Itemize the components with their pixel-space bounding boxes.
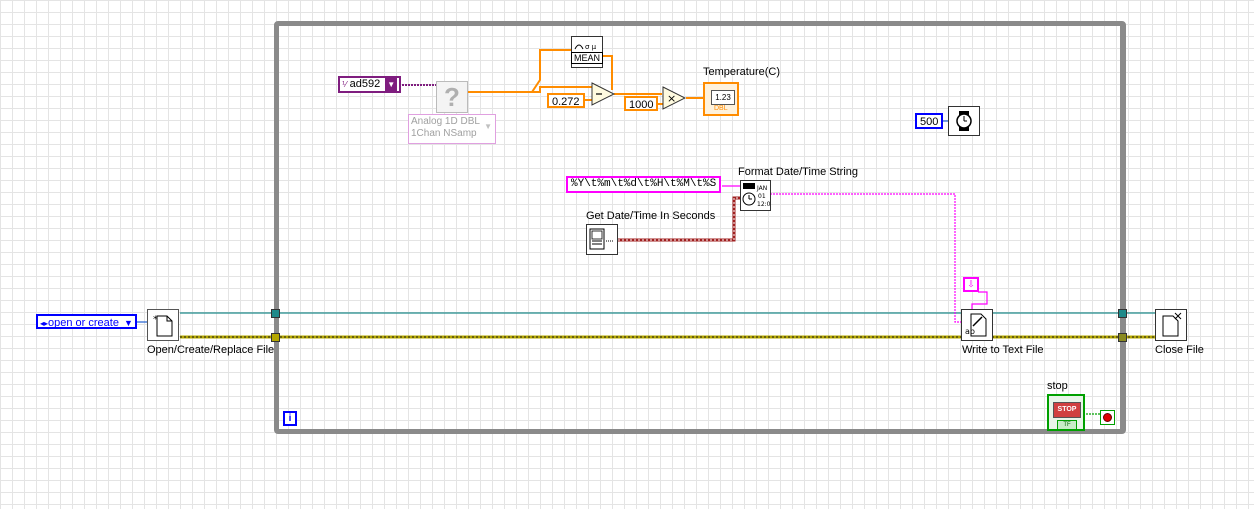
get-date-label: Get Date/Time In Seconds	[586, 210, 716, 222]
svg-text:01: 01	[758, 193, 766, 200]
wait-node[interactable]	[948, 106, 980, 136]
wait-constant[interactable]: 500	[915, 113, 944, 129]
dropdown-arrow-icon[interactable]: ▼	[124, 318, 133, 328]
stop-circle-icon	[1103, 413, 1112, 422]
file-open-icon: *	[153, 315, 173, 337]
mean-node[interactable]: σ μ MEAN	[571, 36, 604, 68]
down-arrow-icon: ⇩	[967, 279, 975, 289]
svg-text:12:01: 12:01	[757, 201, 770, 208]
open-file-node[interactable]: *	[147, 309, 179, 341]
format-date-node[interactable]: JAN 01 12:01	[740, 180, 771, 211]
multiplier-constant[interactable]: 1000	[624, 96, 659, 111]
svg-text:σ μ: σ μ	[585, 43, 597, 51]
daq-read-node[interactable]: ?	[436, 81, 468, 113]
string-wire	[770, 193, 962, 323]
svg-text:*: *	[153, 315, 158, 325]
scale-constant[interactable]: 0.272	[547, 93, 585, 108]
daq-read-selector[interactable]: Analog 1D DBL 1Chan NSamp ▼	[408, 114, 496, 144]
numeric-display-icon: 1.23	[711, 90, 735, 105]
error-tunnel-left	[271, 333, 280, 342]
question-mark-icon: ?	[444, 81, 460, 112]
watch-icon	[956, 111, 972, 131]
dropdown-arrow-icon[interactable]: ▼	[484, 122, 492, 131]
subtract-node[interactable]	[591, 82, 615, 106]
channel-constant[interactable]: ⅟ ad592 ▼	[338, 76, 402, 93]
file-close-icon	[1162, 312, 1182, 337]
file-write-icon: ab	[965, 313, 987, 337]
clock-calendar-icon	[589, 228, 614, 249]
eol-constant[interactable]: ⇩	[963, 277, 979, 292]
svg-text:ab: ab	[965, 327, 975, 336]
iteration-terminal[interactable]: i	[283, 411, 297, 426]
refnum-tunnel-left	[271, 309, 280, 318]
multiply-node[interactable]: ×	[662, 86, 686, 110]
get-date-node[interactable]	[586, 224, 618, 255]
enum-arrows-icon: ◂▸	[40, 319, 49, 328]
close-file-node[interactable]	[1155, 309, 1187, 341]
temperature-indicator[interactable]: 1.23 DBL	[703, 82, 739, 116]
loop-condition-terminal[interactable]	[1100, 410, 1115, 425]
refnum-tunnel-right	[1118, 309, 1127, 318]
dropdown-arrow-icon[interactable]: ▼	[385, 78, 398, 91]
open-file-label: Open/Create/Replace File	[147, 344, 275, 356]
svg-text:JAN: JAN	[756, 185, 767, 192]
calendar-clock-icon: JAN 01 12:01	[742, 182, 770, 208]
temperature-label: Temperature(C)	[703, 66, 781, 78]
stop-button-control[interactable]: STOP TF	[1047, 394, 1085, 431]
while-loop-frame[interactable]	[274, 21, 1126, 434]
open-mode-constant[interactable]: ◂▸open or create ▼	[36, 314, 137, 329]
stop-button[interactable]: STOP	[1053, 402, 1081, 418]
error-tunnel-right	[1118, 333, 1127, 342]
write-file-label: Write to Text File	[962, 344, 1044, 356]
close-file-label: Close File	[1155, 344, 1204, 356]
format-date-label: Format Date/Time String	[738, 166, 859, 178]
stop-label: stop	[1047, 380, 1068, 392]
svg-text:×: ×	[667, 92, 676, 105]
mean-stats-icon: σ μ	[574, 43, 597, 51]
io-icon: ⅟	[342, 80, 347, 89]
write-file-node[interactable]: ab	[961, 309, 993, 341]
format-string-constant[interactable]: %Y\t%m\t%d\t%H\t%M\t%S	[566, 176, 722, 193]
